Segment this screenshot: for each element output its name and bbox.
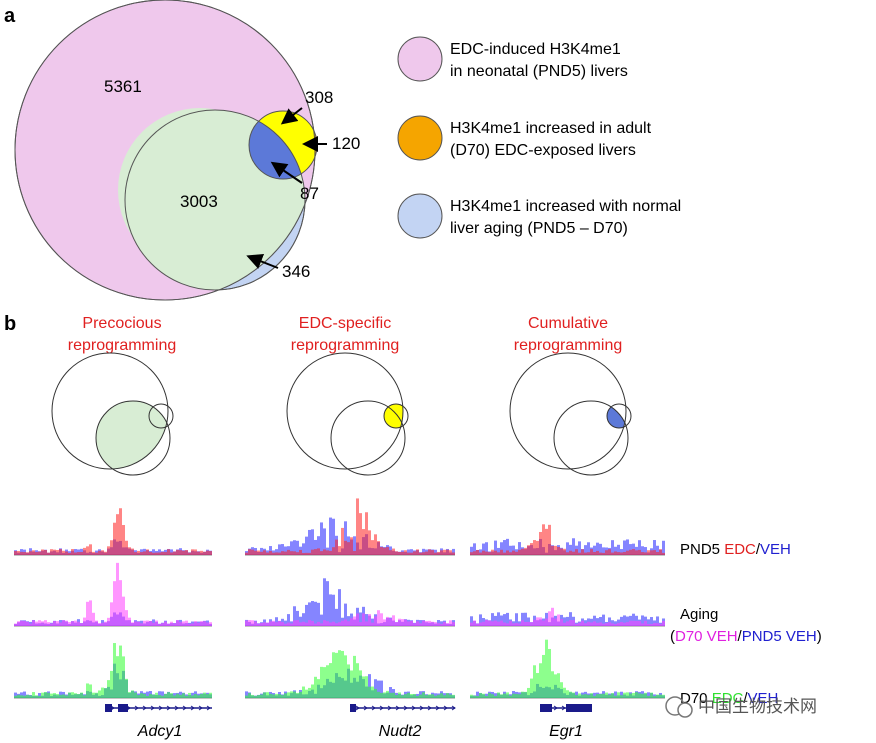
gene-label-nudt2: Nudt2 xyxy=(379,723,422,740)
title-edc-specific-line2: reprogramming xyxy=(291,337,399,354)
title-precocious-line2: reprogramming xyxy=(68,337,176,354)
track-r3-c2 xyxy=(245,650,455,699)
count-3003: 3003 xyxy=(180,192,218,211)
arrow-87 xyxy=(270,161,303,184)
title-edc-specific-line1: EDC-specific xyxy=(299,315,391,332)
gene-models xyxy=(105,704,592,712)
count-5361: 5361 xyxy=(104,77,142,96)
mini-venn-1 xyxy=(51,352,174,476)
signal-tracks xyxy=(14,498,665,699)
watermark: 中国生物技术网 xyxy=(665,696,817,718)
track-r1-c3 xyxy=(470,524,665,556)
venn-dark-blue-triple xyxy=(249,111,305,179)
mini-venn-3 xyxy=(509,352,632,476)
legend-blue-line2: liver aging (PND5 – D70) xyxy=(450,220,628,237)
legend-blue-line1: H3K4me1 increased with normal xyxy=(450,198,681,215)
track-label-pnd5: PND5 EDC/VEH xyxy=(680,541,791,558)
mini-venns xyxy=(51,352,632,476)
count-308: 308 xyxy=(305,88,333,107)
gene-model-1 xyxy=(105,704,212,712)
mini-venn-2 xyxy=(286,352,409,476)
count-120: 120 xyxy=(332,134,360,153)
legend-item-blue: H3K4me1 increased with normal liver agin… xyxy=(397,193,681,239)
legend: EDC-induced H3K4me1 in neonatal (PND5) l… xyxy=(397,36,681,239)
panel-a-label: a xyxy=(4,5,16,27)
legend-pink-line1: EDC-induced H3K4me1 xyxy=(450,41,621,58)
venn-diagram: 5361 3003 308 120 87 346 xyxy=(14,0,360,301)
gene-labels: Adcy1 Nudt2 Egr1 xyxy=(137,723,583,740)
count-87: 87 xyxy=(300,184,319,203)
track-labels: PND5 EDC/VEH Aging (D70 VEH/PND5 VEH) D7… xyxy=(670,541,822,707)
gene-label-egr1: Egr1 xyxy=(549,723,583,740)
track-r1-c1 xyxy=(14,508,212,556)
legend-item-pink: EDC-induced H3K4me1 in neonatal (PND5) l… xyxy=(397,36,628,82)
track-label-aging-detail: (D70 VEH/PND5 VEH) xyxy=(670,628,822,645)
track-r3-c1 xyxy=(14,643,212,699)
track-r1-c2 xyxy=(245,498,455,556)
track-r2-c3 xyxy=(470,607,665,627)
gene-model-3 xyxy=(540,704,592,712)
legend-orange-line2: (D70) EDC-exposed livers xyxy=(450,142,636,159)
title-cumulative-line1: Cumulative xyxy=(528,315,608,332)
legend-orange-line1: H3K4me1 increased in adult xyxy=(450,120,652,137)
legend-pink-line2: in neonatal (PND5) livers xyxy=(450,63,628,80)
gene-label-adcy1: Adcy1 xyxy=(137,723,182,740)
arrow-346 xyxy=(246,253,279,269)
column-titles: Precocious reprogramming EDC-specific re… xyxy=(68,315,622,354)
title-precocious-line1: Precocious xyxy=(82,315,161,332)
panel-b-label: b xyxy=(4,313,16,335)
track-label-d70: D70 EDC/VEH xyxy=(680,690,778,707)
track-r3-c3 xyxy=(470,639,665,699)
gene-model-2 xyxy=(350,704,456,712)
track-r2-c1 xyxy=(14,562,212,627)
track-r2-c2 xyxy=(245,578,455,627)
arrow-308 xyxy=(280,107,303,125)
watermark-text: 中国生物技术网 xyxy=(698,697,817,716)
count-346: 346 xyxy=(282,262,310,281)
legend-item-orange: H3K4me1 increased in adult (D70) EDC-exp… xyxy=(397,115,652,161)
title-cumulative-line2: reprogramming xyxy=(514,337,622,354)
track-label-aging: Aging xyxy=(680,606,718,623)
